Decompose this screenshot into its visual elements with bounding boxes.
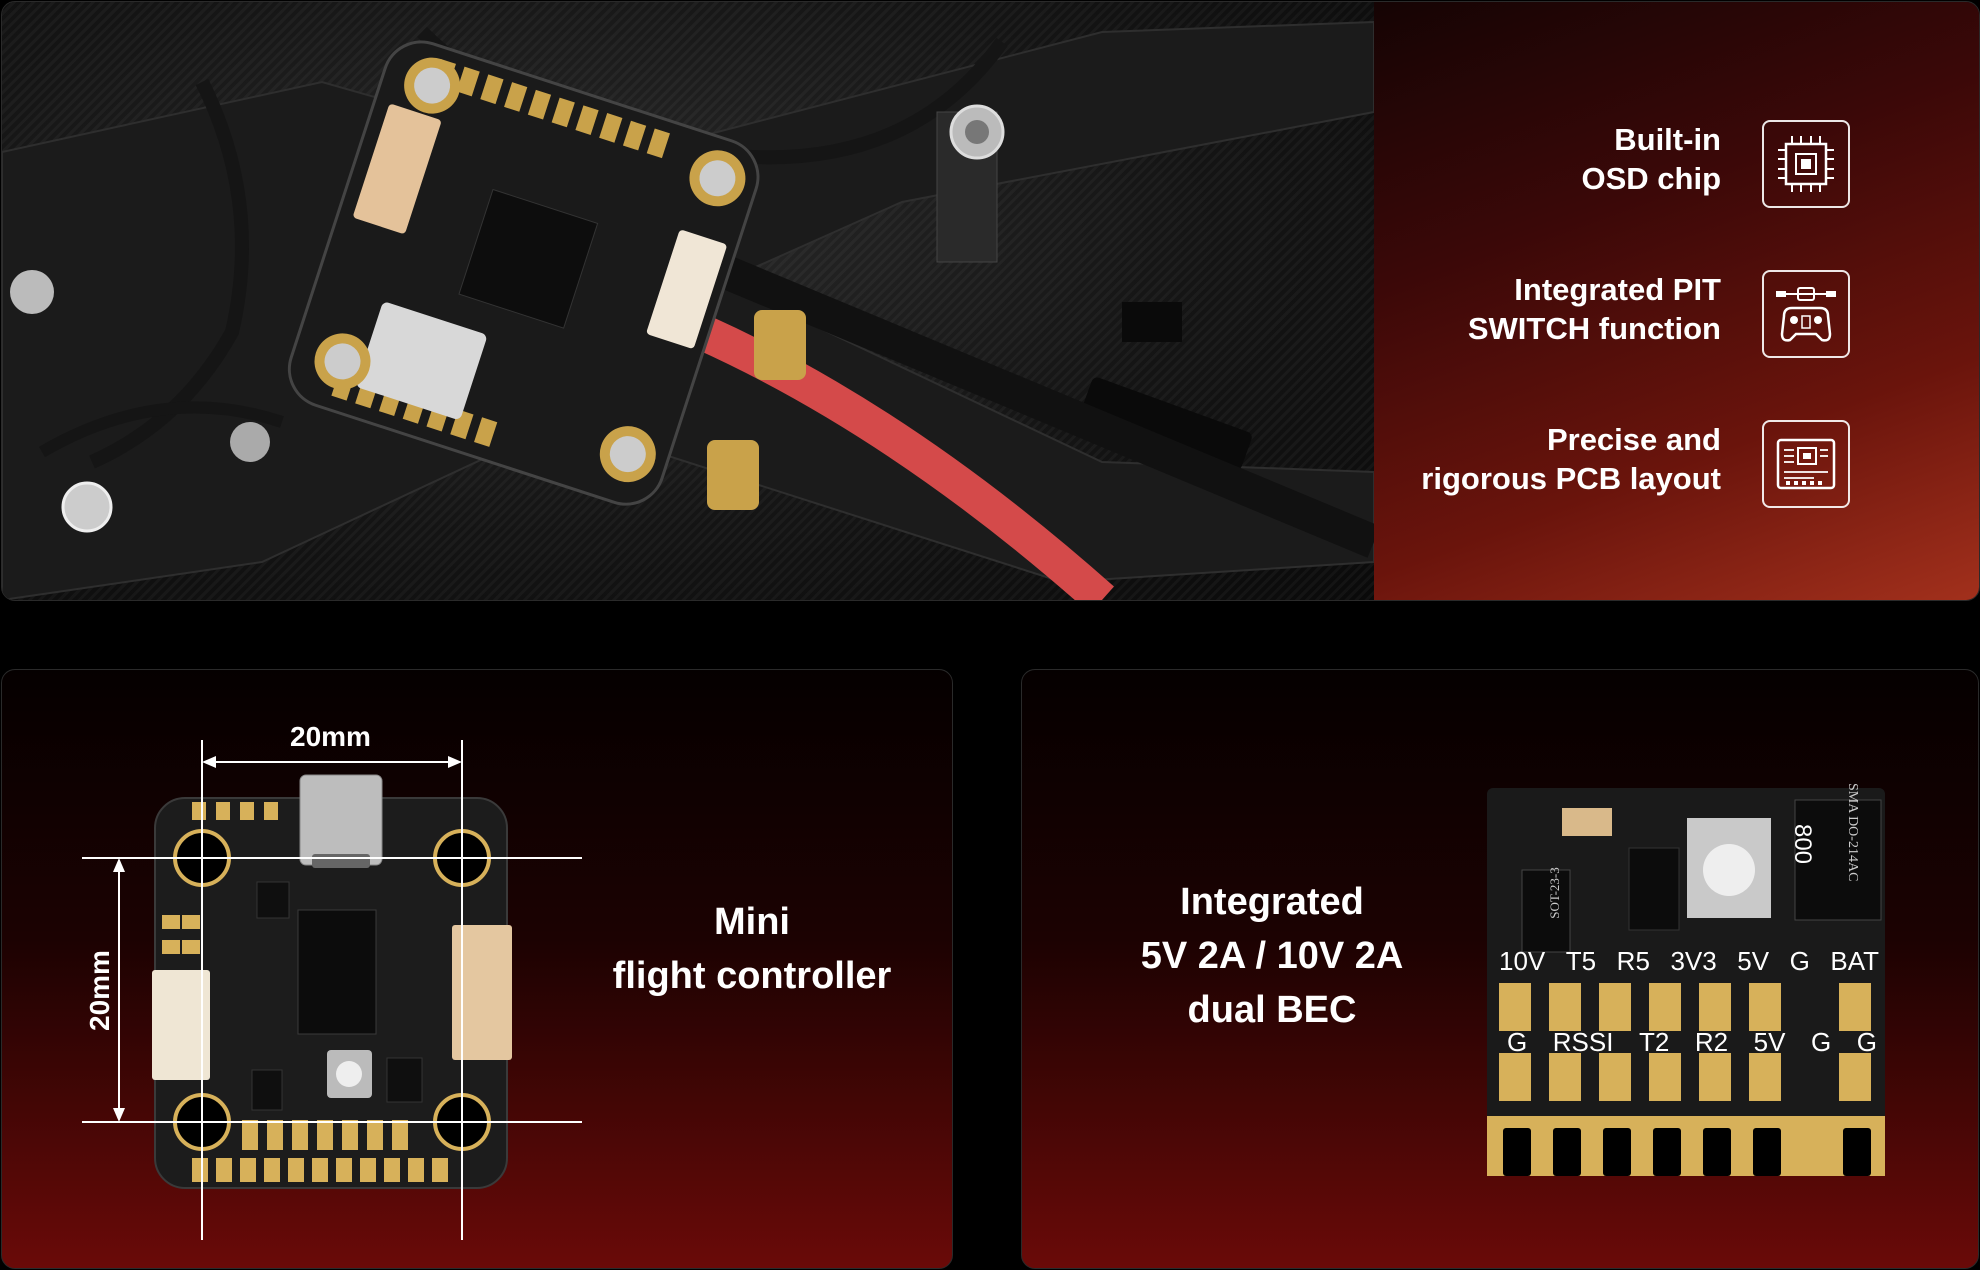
top-banner: Built-in OSD chip xyxy=(1,1,1980,601)
bec-caption-line1: Integrated xyxy=(1180,881,1364,923)
feature-pit-line1: Integrated PIT xyxy=(1514,272,1721,307)
bec-mid-labels: G RSSI T2 R2 5V G G xyxy=(1507,1027,1877,1058)
feature-pcb-layout: Precise and rigorous PCB layout xyxy=(1374,420,1979,520)
bec-caption: Integrated 5V 2A / 10V 2A dual BEC xyxy=(1062,875,1482,1037)
mini-fc-caption: Mini flight controller xyxy=(562,895,942,1003)
bec-mid-rssi: RSSI xyxy=(1552,1027,1614,1057)
bec-closeup-image xyxy=(1487,788,1885,1176)
feature-osd-text: Built-in OSD chip xyxy=(1321,120,1721,198)
mini-fc-panel: 20mm 20mm Mini flight controller xyxy=(1,669,953,1269)
bec-label-g: G xyxy=(1789,946,1810,976)
feature-osd: Built-in OSD chip xyxy=(1374,120,1979,220)
remote-controller-icon xyxy=(1762,270,1850,358)
feature-pit-text: Integrated PIT SWITCH function xyxy=(1321,270,1721,348)
bec-label-r5: R5 xyxy=(1616,946,1650,976)
bec-mid-r2: R2 xyxy=(1694,1027,1729,1057)
bec-mid-t2: T2 xyxy=(1638,1027,1670,1057)
mini-fc-caption-line1: Mini xyxy=(714,901,790,943)
bec-mid-5v: 5V xyxy=(1753,1027,1786,1057)
bec-panel: Integrated 5V 2A / 10V 2A dual BEC 10V T… xyxy=(1021,669,1979,1269)
feature-pit-switch: Integrated PIT SWITCH function xyxy=(1374,270,1979,370)
width-dimension-label: 20mm xyxy=(290,721,371,752)
bec-mid-g3: G xyxy=(1856,1027,1877,1057)
feature-osd-line2: OSD chip xyxy=(1581,161,1721,196)
feature-pit-line2: SWITCH function xyxy=(1467,311,1721,346)
drone-frame-illustration xyxy=(2,20,1381,600)
pcb-board-icon xyxy=(1762,420,1850,508)
component-800-label: 800 xyxy=(1789,823,1817,865)
feature-pcb-line1: Precise and xyxy=(1546,422,1721,457)
sot-23-label: SOT-23-3 xyxy=(1546,867,1562,919)
feature-pcb-line2: rigorous PCB layout xyxy=(1421,461,1721,496)
bec-label-10v: 10V xyxy=(1499,946,1546,976)
mini-fc-caption-line2: flight controller xyxy=(612,955,892,997)
bec-label-3v3: 3V3 xyxy=(1670,946,1717,976)
bec-caption-line3: dual BEC xyxy=(1187,989,1357,1031)
feature-osd-line1: Built-in xyxy=(1614,122,1721,157)
feature-list: Built-in OSD chip xyxy=(1374,2,1979,600)
bec-mid-g2: G xyxy=(1810,1027,1832,1057)
height-dimension-label: 20mm xyxy=(84,950,115,1031)
bec-mid-g1: G xyxy=(1507,1027,1528,1057)
bec-label-t5: T5 xyxy=(1565,946,1597,976)
bec-label-5v: 5V xyxy=(1737,946,1770,976)
fc-board-diagram xyxy=(82,740,582,1240)
sma-label: SMA DO-214AC xyxy=(1845,783,1860,882)
drone-fc-photo xyxy=(2,2,1381,600)
bec-top-labels: 10V T5 R5 3V3 5V G BAT xyxy=(1499,946,1879,977)
chip-icon xyxy=(1762,120,1850,208)
bec-label-bat: BAT xyxy=(1830,946,1879,976)
bec-caption-line2: 5V 2A / 10V 2A xyxy=(1140,935,1404,977)
feature-pcb-text: Precise and rigorous PCB layout xyxy=(1321,420,1721,498)
